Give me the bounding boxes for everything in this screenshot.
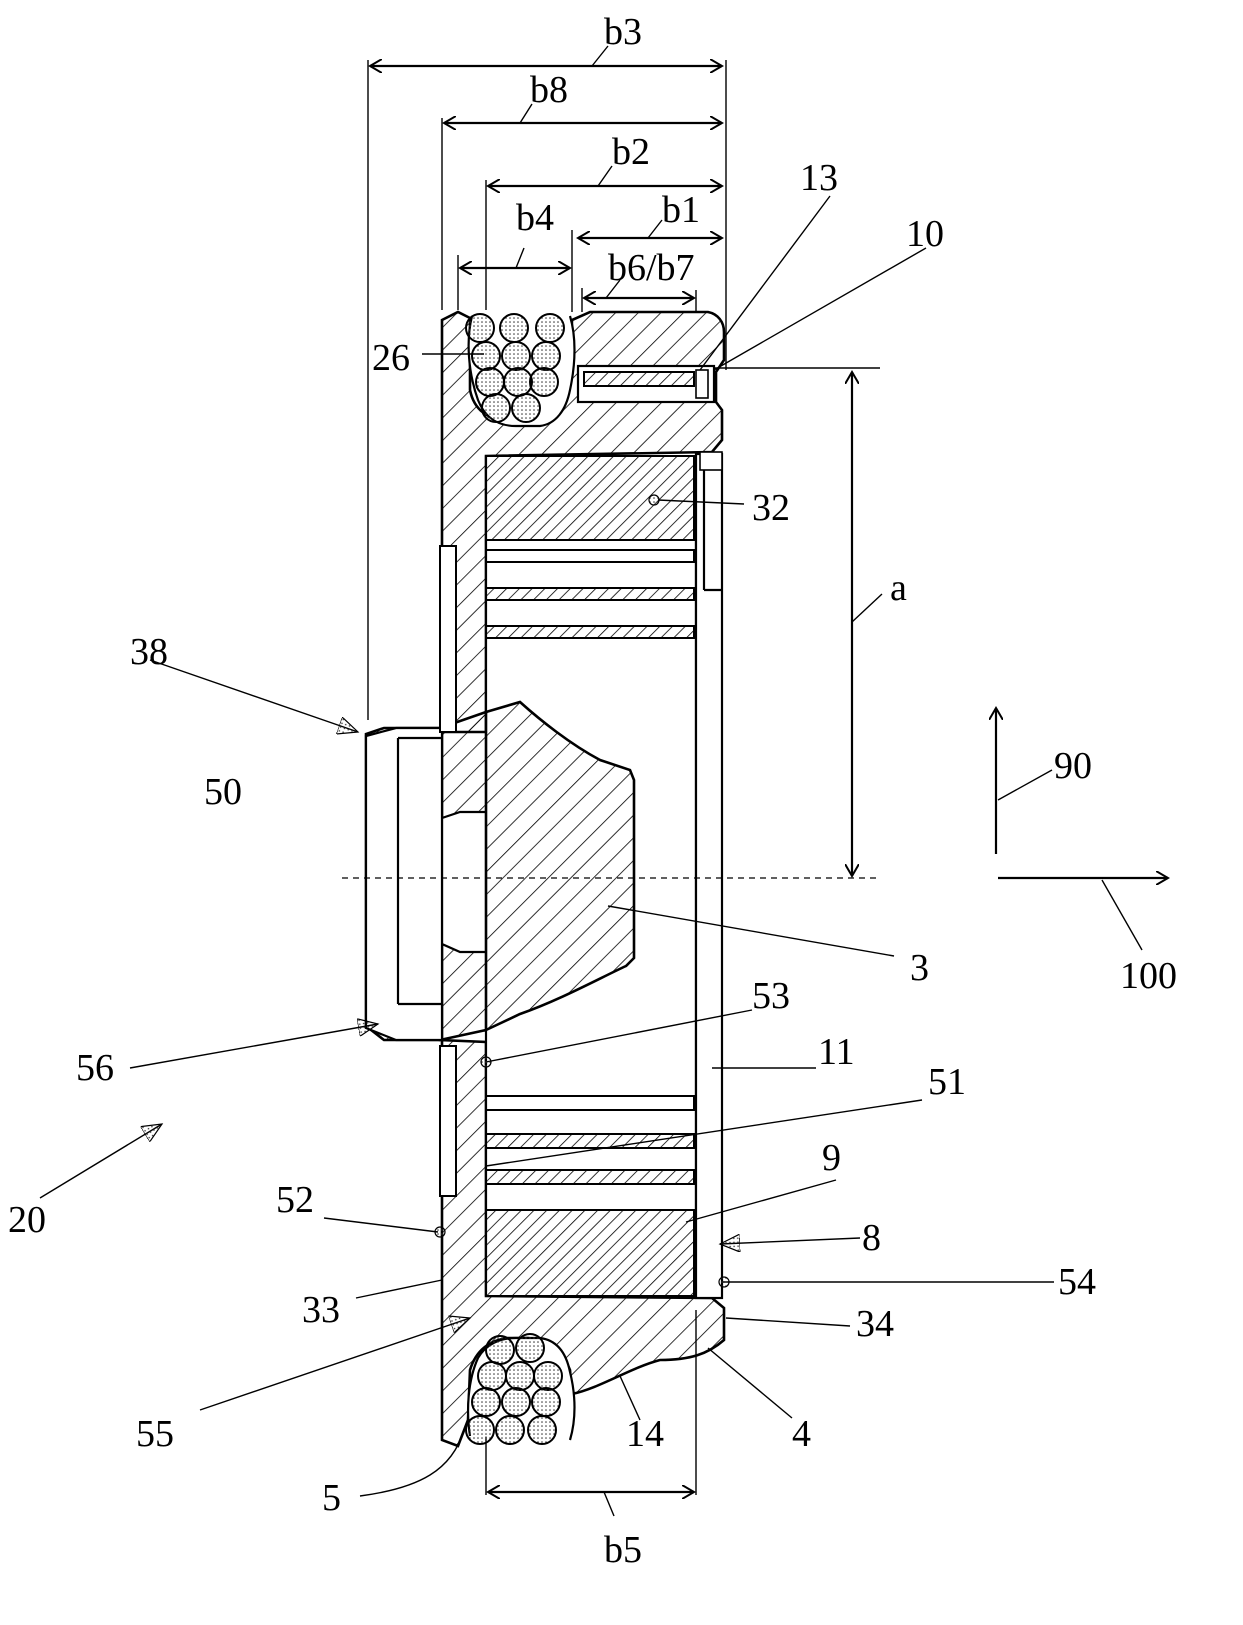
label-10: 10 — [906, 213, 944, 255]
label-9: 9 — [822, 1137, 841, 1179]
label-14: 14 — [626, 1413, 664, 1455]
label-b4: b4 — [516, 197, 554, 239]
label-b8: b8 — [530, 69, 568, 111]
label-b2: b2 — [612, 131, 650, 173]
label-32: 32 — [752, 487, 790, 529]
label-34: 34 — [856, 1303, 894, 1345]
label-b3: b3 — [604, 11, 642, 53]
label-33: 33 — [302, 1289, 340, 1331]
label-11: 11 — [818, 1031, 855, 1073]
label-a: a — [890, 567, 907, 609]
label-50: 50 — [204, 771, 242, 813]
coil-stack — [486, 456, 698, 1298]
side-plate-11 — [696, 452, 722, 1298]
label-5: 5 — [322, 1477, 341, 1519]
label-b5: b5 — [604, 1529, 642, 1571]
label-100: 100 — [1120, 955, 1177, 997]
label-56: 56 — [76, 1047, 114, 1089]
label-8: 8 — [862, 1217, 881, 1259]
label-20: 20 — [8, 1199, 46, 1241]
label-55: 55 — [136, 1413, 174, 1455]
label-13: 13 — [800, 157, 838, 199]
label-52: 52 — [276, 1179, 314, 1221]
label-51: 51 — [928, 1061, 966, 1103]
label-54: 54 — [1058, 1261, 1096, 1303]
insert-13 — [578, 366, 714, 402]
label-b6b7: b6/b7 — [608, 247, 695, 289]
belt-top — [466, 314, 575, 426]
label-53: 53 — [752, 975, 790, 1017]
belt-bottom — [466, 1334, 575, 1444]
label-26: 26 — [372, 337, 410, 379]
label-90: 90 — [1054, 745, 1092, 787]
magnet-9 — [486, 1210, 694, 1296]
label-38: 38 — [130, 631, 168, 673]
label-4: 4 — [792, 1413, 811, 1455]
label-3: 3 — [910, 947, 929, 989]
magnet-32 — [486, 456, 694, 540]
label-b1: b1 — [662, 189, 700, 231]
flange-38 — [366, 728, 442, 1040]
